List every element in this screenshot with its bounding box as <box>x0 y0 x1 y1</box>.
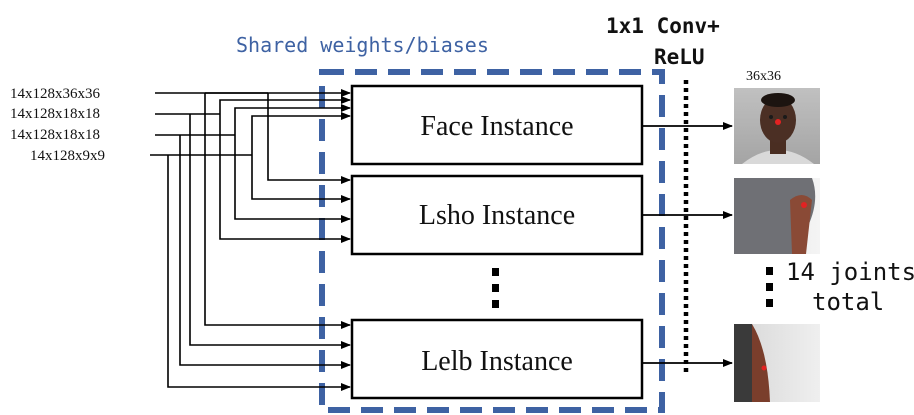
lelb-instance-label: Lelb Instance <box>421 346 573 377</box>
conv-label-line2: ReLU <box>654 45 705 69</box>
joints-label-line2: total <box>812 288 884 316</box>
shared-weights-label: Shared weights/biases <box>236 33 489 57</box>
shoulder-image <box>734 178 820 254</box>
lsho-instance-label: Lsho Instance <box>419 200 575 231</box>
elbow-image <box>734 324 820 402</box>
instances-ellipsis <box>492 268 499 308</box>
output-connections <box>642 122 733 367</box>
input-label-1: 14x128x36x36 <box>10 86 101 102</box>
input-label-3: 14x128x18x18 <box>10 127 100 143</box>
face-instance-box <box>350 84 644 166</box>
face-image <box>734 88 820 164</box>
conv-label-line1: 1x1 Conv+ <box>606 14 720 38</box>
input-connections <box>150 89 351 391</box>
input-label-2: 14x128x18x18 <box>10 106 100 122</box>
output-size-label: 36x36 <box>746 69 781 84</box>
lelb-instance-box <box>350 318 644 400</box>
lsho-instance-box <box>350 174 644 256</box>
input-label-4: 14x128x9x9 <box>30 148 105 164</box>
shared-weights-box <box>319 69 665 413</box>
face-instance-label: Face Instance <box>420 111 573 142</box>
joints-ellipsis <box>766 267 773 307</box>
joints-label-line1: 14 joints <box>786 258 914 286</box>
